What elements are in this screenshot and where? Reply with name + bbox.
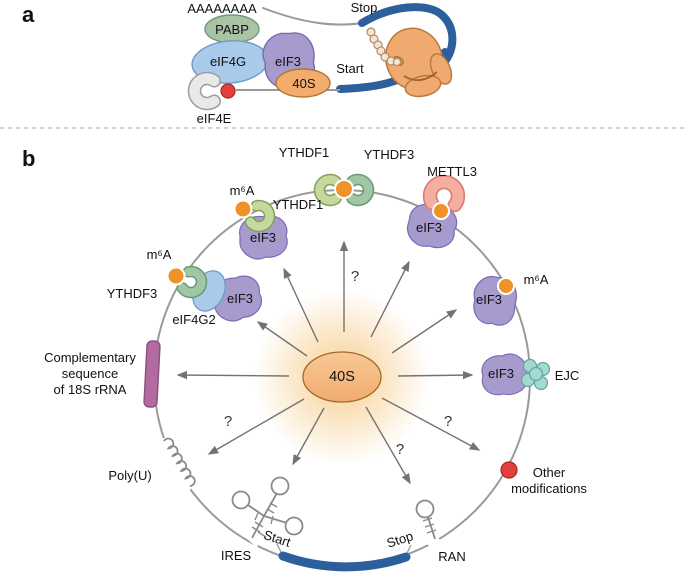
question-mark-top: ? [350,268,360,285]
m6a-label-upper-left: m⁶A [229,183,255,198]
question-mark-left: ? [223,413,233,430]
other-modifications-line2: modifications [511,481,587,496]
question-mark-right: ? [443,413,453,430]
eif4e-label: eIF4E [196,111,232,126]
complementary-line3: of 18S rRNA [53,382,127,397]
start-codon-label-a: Start [336,61,364,76]
panel-a-label: a [22,2,35,27]
ribosome-80s [384,27,453,98]
eif4g2-label: eIF4G2 [172,312,216,327]
nascent-peptide-chain [366,27,402,67]
eif3-label-ejc: eIF3 [487,366,515,381]
stop-codon-label-a: Stop [350,0,378,15]
top-reader-complex [313,173,375,207]
m6a-label-left: m⁶A [146,247,172,262]
m6a-label-right: m⁶A [523,272,549,287]
eif3-label-left: eIF3 [226,291,254,306]
right-m6a-complex [473,275,517,326]
m6a-dot [432,202,450,220]
ythdf1-crescent [315,175,341,205]
ythdf1-top-label: YTHDF1 [278,145,330,160]
complementary-line1: Complementary [44,350,136,365]
coding-region-arc [278,551,411,572]
ran-hairpin [415,499,443,551]
complementary-line2: sequence [61,366,119,381]
ires-structure [231,476,304,548]
ran-label: RAN [438,549,466,564]
mrna-coding-top [358,3,457,68]
ythdf3-top-label: YTHDF3 [363,147,415,162]
ythdf3-crescent [178,267,206,297]
ejc-cluster [520,358,551,391]
eif4g-label: eIF4G [209,54,247,69]
eif3-label-mettl3: eIF3 [415,220,443,235]
ythdf3-label-left: YTHDF3 [106,286,158,301]
question-mark-bottom: ? [395,441,405,458]
polya-tail-label: AAAAAAAA [187,1,257,16]
ythdf3-crescent [347,175,373,205]
mrna-3utr-line [262,7,363,26]
ejc-label: EJC [554,368,580,383]
other-modifications-label: Other modifications [501,465,597,497]
eif3-label-upper-left: eIF3 [249,230,277,245]
m6a-dot [334,179,354,199]
m6a-dot [166,266,186,286]
m6a-dot [233,199,253,219]
mettl3-complex [406,174,466,249]
ssu-40s-label-a: 40S [292,76,316,91]
ssu-40s-shape [275,68,331,98]
m7g-cap-dot [220,83,236,99]
complementary-sequence-label: Complementary sequence of 18S rRNA [34,350,146,398]
m6a-dot [497,277,515,295]
other-modifications-line1: Other [532,465,566,480]
ssu-40s-center-shape [302,351,382,403]
ires-label: IRES [220,548,252,563]
radiating-arrows [176,240,481,485]
eif4e-crescent [189,73,220,109]
eif3-blob [481,353,528,396]
eif3-label-a: eIF3 [274,54,302,69]
start-stop-ticks [276,543,412,554]
complementary-sequence-segment [143,340,161,408]
polyu-label: Poly(U) [108,468,152,483]
ythdf1-label-upper-left: YTHDF1 [272,197,324,212]
pabp-label: PABP [215,22,249,37]
polyu-squiggle [163,437,196,487]
ejc-complex [481,353,551,396]
other-modifications-dot [500,461,518,479]
mettl3-crescent [424,176,464,211]
eif3-label-right: eIF3 [475,292,503,307]
ssu-40s-label-b: 40S [329,369,355,385]
panel-b-label: b [22,146,36,171]
ythdf1-crescent [246,201,274,231]
mettl3-label: METTL3 [427,164,477,179]
left-complex [166,265,263,322]
upper-left-complex [233,199,288,260]
